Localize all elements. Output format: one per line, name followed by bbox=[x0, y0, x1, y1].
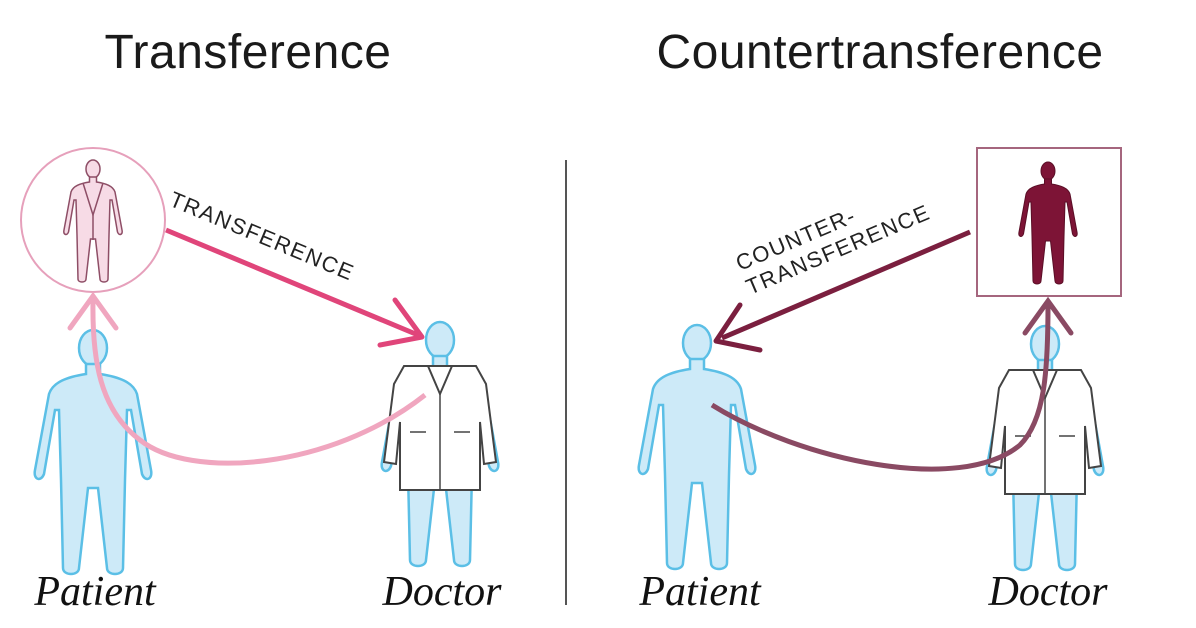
transference-arrowhead bbox=[377, 297, 425, 348]
countertransference-arrowhead bbox=[713, 302, 763, 353]
patient-figure-left bbox=[33, 328, 153, 576]
countertransference-curve-arrowhead bbox=[1022, 296, 1074, 336]
countertransference-arrow-label: COUNTER- TRANSFERENCE bbox=[732, 199, 934, 299]
projection-circle bbox=[20, 147, 166, 293]
projected-doctor-figure bbox=[63, 159, 123, 283]
doctor-caption-right: Doctor bbox=[988, 569, 1109, 615]
countertransference-title: Countertransference bbox=[656, 26, 1103, 79]
countertransference-curve bbox=[710, 304, 1051, 472]
doctor-figure-left bbox=[380, 320, 500, 568]
transference-title: Transference bbox=[104, 26, 391, 79]
transference-curve-arrowhead bbox=[67, 291, 119, 331]
countertransference-arrow bbox=[721, 229, 971, 341]
doctor-figure-right bbox=[985, 324, 1105, 572]
projection-frame bbox=[976, 147, 1122, 297]
patient-figure-right bbox=[637, 323, 757, 571]
transference-arrow bbox=[165, 227, 419, 338]
transference-curve bbox=[90, 299, 427, 466]
doctor-caption-left: Doctor bbox=[382, 569, 503, 615]
patient-caption-right: Patient bbox=[638, 569, 762, 615]
patient-caption-left: Patient bbox=[33, 569, 157, 615]
